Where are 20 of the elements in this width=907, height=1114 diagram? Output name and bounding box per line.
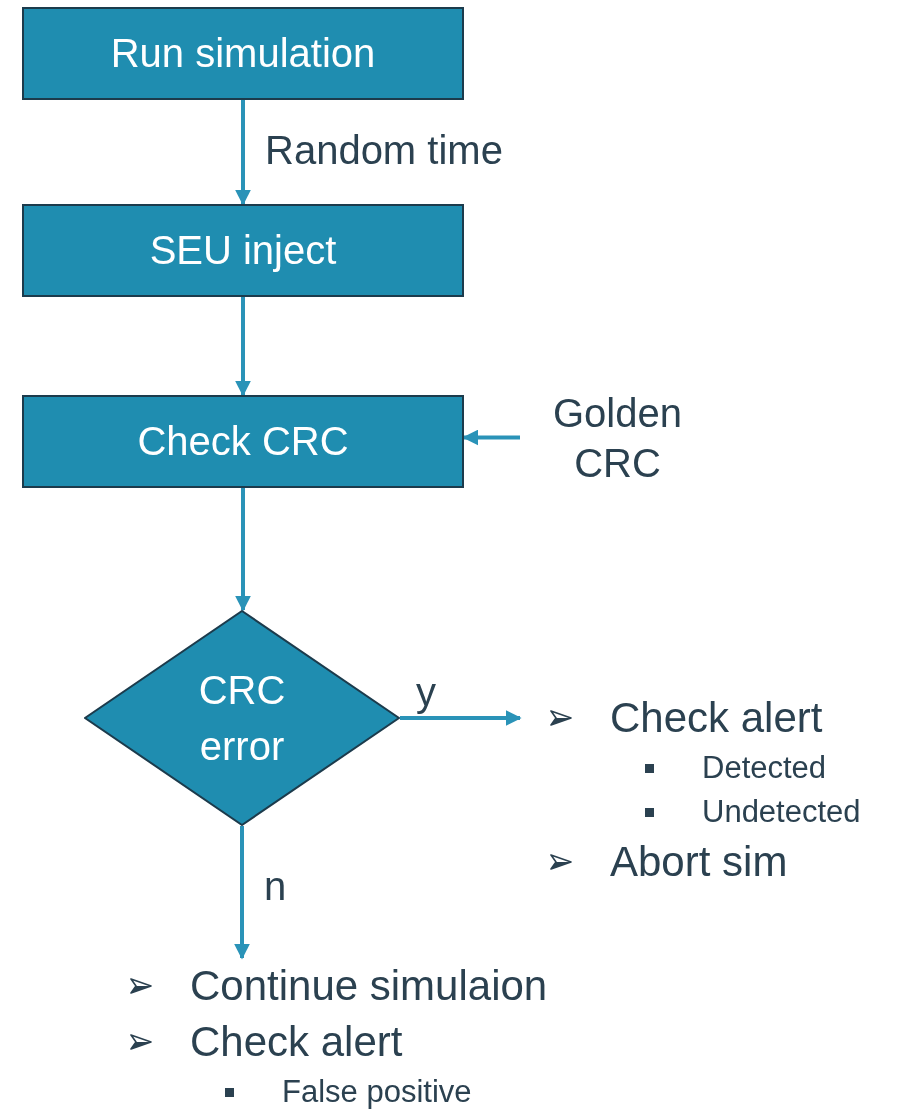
process-box — [22, 204, 464, 297]
diamond-label: CRC error — [197, 667, 287, 770]
box-label: Check CRC — [137, 419, 349, 464]
list-item-text: Undetected — [702, 794, 861, 830]
arrow — [235, 297, 251, 397]
arrow — [400, 710, 522, 726]
arrow — [234, 826, 250, 960]
arrow — [235, 100, 251, 206]
input-label: Golden CRC — [552, 389, 683, 487]
list-item-text: Abort sim — [610, 838, 788, 886]
list-item-text: False positive — [282, 1074, 472, 1110]
process-box — [22, 7, 464, 100]
list-item-text: Check alert — [190, 1018, 403, 1066]
box-label: SEU inject — [149, 228, 337, 273]
list-item-text: Continue simulaion — [190, 962, 548, 1010]
arrow — [235, 488, 251, 612]
list-item-text: Check alert — [610, 694, 823, 742]
box-label: Run simulation — [110, 31, 376, 76]
list-item-text: Detected — [702, 750, 827, 786]
process-box — [22, 395, 464, 488]
